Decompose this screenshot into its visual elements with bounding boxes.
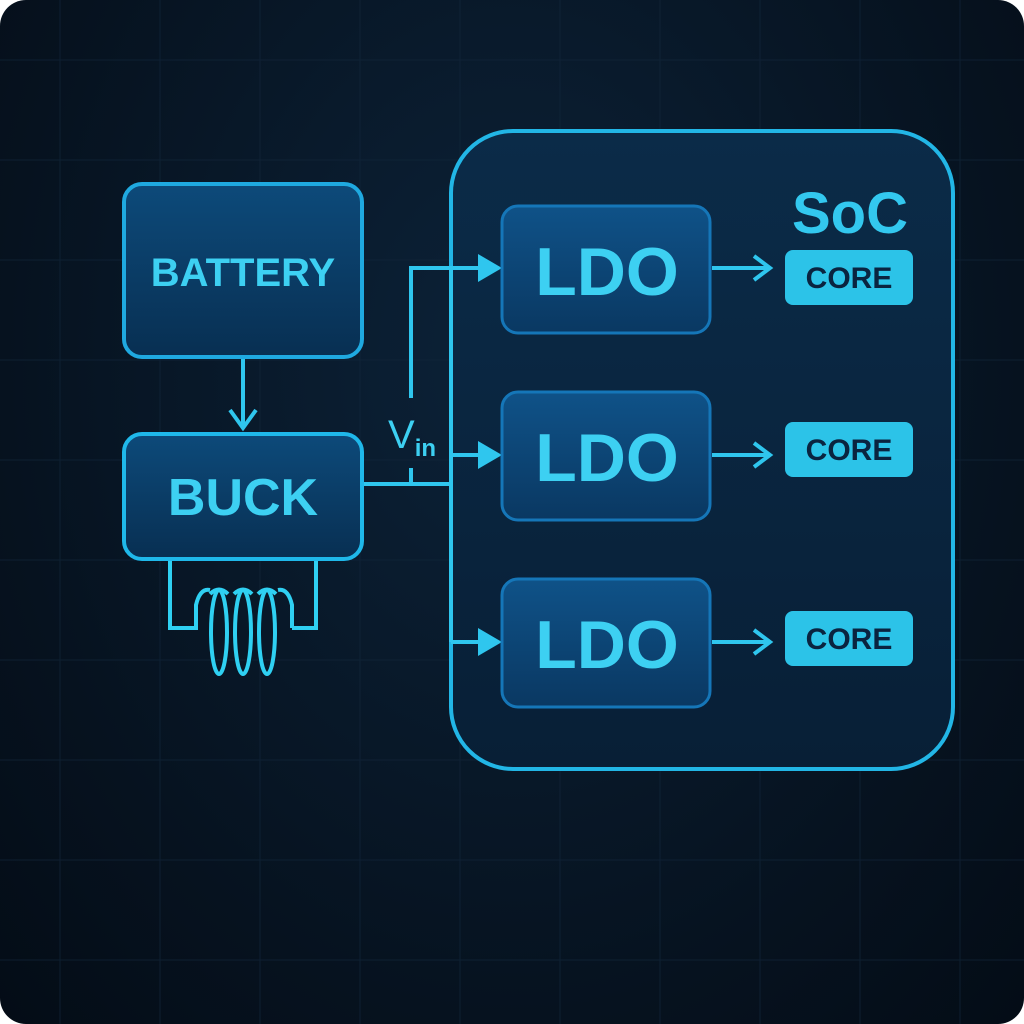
- ldo-block: [500, 204, 712, 335]
- arrow-icon: [712, 628, 774, 656]
- core-block: [785, 250, 913, 305]
- vin-v: V: [388, 413, 415, 457]
- ldo-label: LDO: [535, 420, 679, 496]
- battery-block: BATTERY: [122, 182, 364, 359]
- inductor-icon: [168, 561, 318, 676]
- core-block: [785, 422, 913, 477]
- buck-label: BUCK: [168, 469, 319, 527]
- ldo-label: LDO: [535, 607, 679, 683]
- buck-block: BUCK: [122, 432, 364, 561]
- core-block: [785, 611, 913, 666]
- vin-label: Vin: [388, 413, 436, 462]
- arrow-icon: [712, 441, 774, 469]
- ldo-block: [500, 390, 712, 522]
- ldo-label: LDO: [535, 234, 679, 310]
- vin-bus: [364, 266, 480, 644]
- battery-to-buck-arrow: [228, 359, 258, 432]
- soc-label: SoC: [792, 181, 908, 246]
- bus-arrowheads: [478, 254, 502, 656]
- core-label: CORE: [806, 623, 893, 656]
- ldo-block: [500, 577, 712, 709]
- vin-subscript: in: [415, 435, 436, 462]
- core-label: CORE: [806, 434, 893, 467]
- arrow-icon: [712, 254, 774, 282]
- ldo-row-3: LDO CORE: [500, 577, 913, 709]
- core-label: CORE: [806, 262, 893, 295]
- ldo-row-2: LDO CORE: [500, 390, 913, 522]
- battery-label: BATTERY: [151, 251, 336, 295]
- ldo-row-1: LDO CORE: [500, 204, 913, 335]
